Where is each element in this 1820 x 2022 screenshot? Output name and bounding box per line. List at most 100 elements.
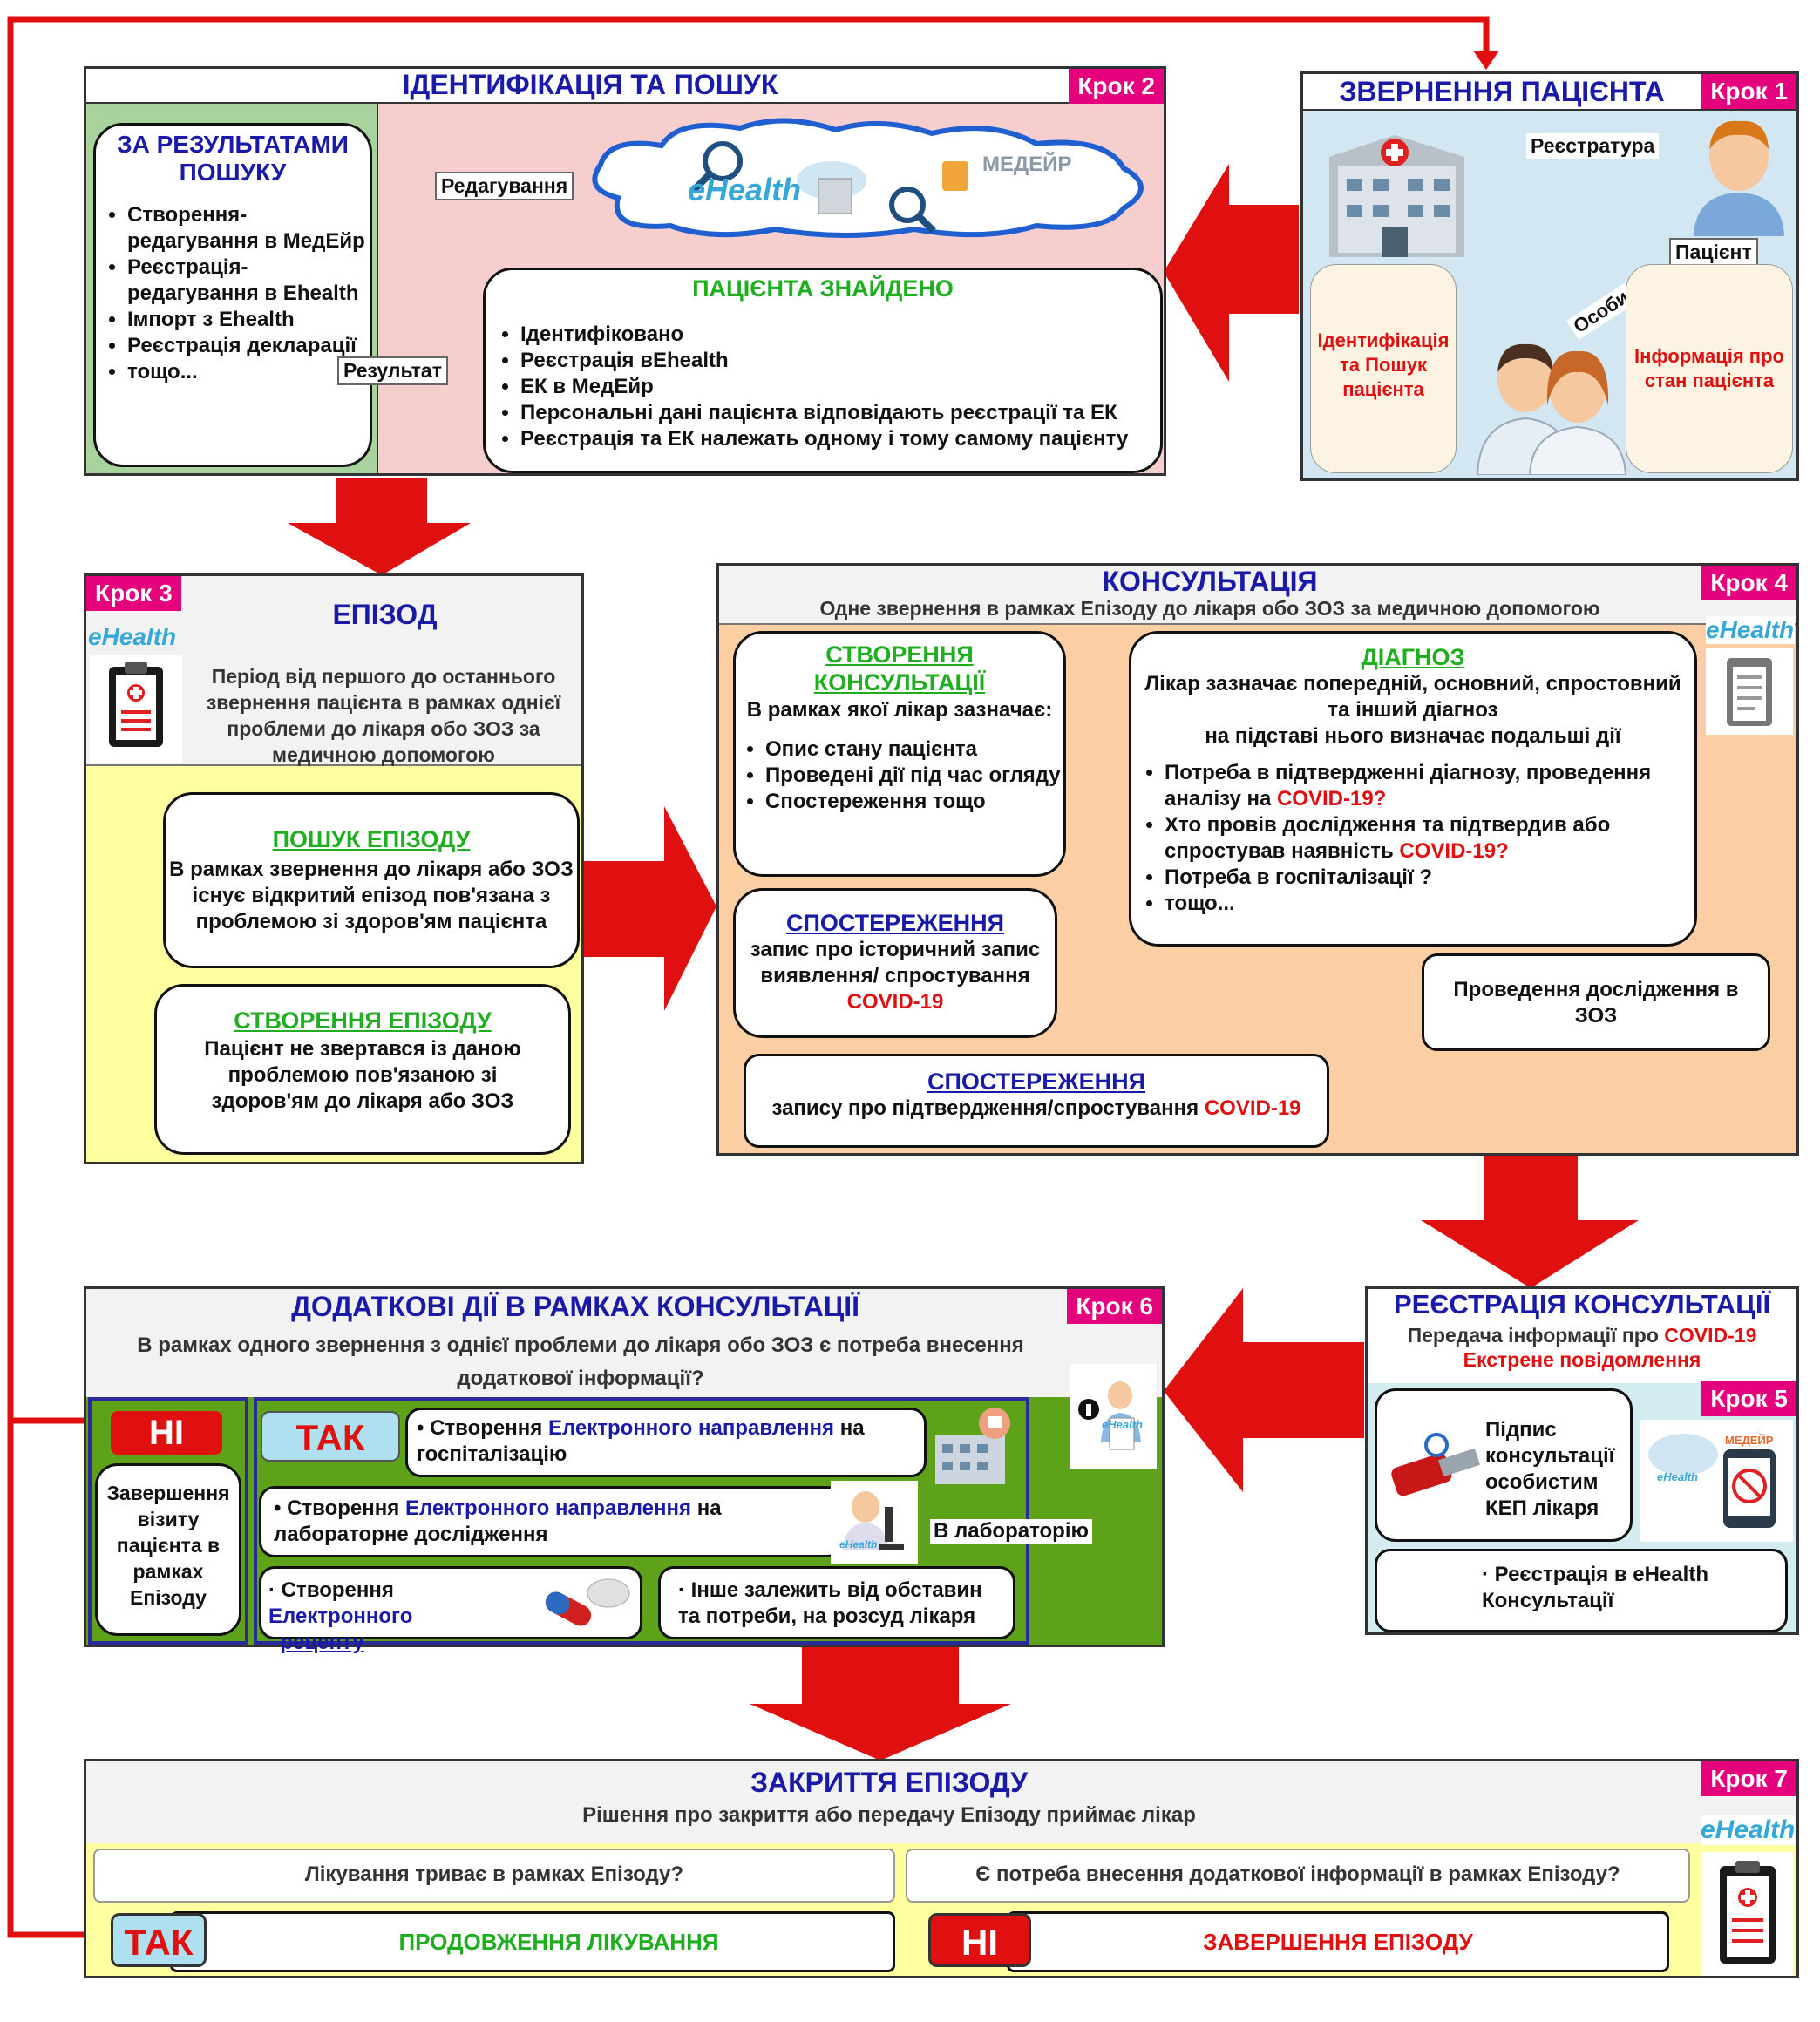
diagnosis-box: ДІАГНОЗ Лікар зазначає попередній, основ… — [1129, 631, 1697, 947]
arrow-step3-to-step4 — [581, 806, 716, 1011]
loop-connector — [7, 16, 1490, 1938]
continue-label: ПРОДОВЖЕННЯ ЛІКУВАННЯ — [398, 1929, 719, 1955]
step7-badge: Крок 7 — [1701, 1761, 1796, 1796]
ehealth-logo: eHealth — [88, 623, 177, 650]
patient-label: Пацієнт — [1669, 238, 1758, 267]
diagnosis-desc: Лікар зазначає попередній, основний, спр… — [1144, 672, 1681, 722]
end-label: ЗАВЕРШЕННЯ ЕПІЗОДУ — [1203, 1929, 1473, 1955]
observation1-box: СПОСТЕРЕЖЕННЯ запис про історичний запис… — [733, 888, 1057, 1038]
create-episode-box: СТВОРЕННЯ ЕПІЗОДУ Пацієнт не звертався і… — [154, 984, 571, 1155]
step3-panel: Крок 3 eHealth ЕПІЗОД Період від першого… — [84, 573, 584, 1164]
question1-box: Лікування триває в рамках Епізоду? — [93, 1849, 895, 1903]
to-lab-label: В лабораторію — [930, 1519, 1093, 1544]
step4-panel: КОНСУЛЬТАЦІЯ Одне звернення в рамках Епі… — [716, 563, 1799, 1156]
list-item: Потреба в госпіталізації ? — [1165, 865, 1694, 891]
edit-label: Редагування — [435, 172, 574, 200]
create-episode-title: СТВОРЕННЯ ЕПІЗОДУ — [234, 1008, 492, 1034]
results-list: Створення-редагування в МедЕйр Реєстраці… — [96, 202, 370, 385]
hospital-icon — [927, 1401, 1019, 1488]
doctor-info-icon — [1070, 1364, 1157, 1469]
identification-label: Ідентифікація та Пошук пацієнта — [1317, 329, 1450, 400]
lab-icon — [831, 1481, 918, 1564]
ehealth-cloud — [583, 111, 1154, 241]
observation2-title: СПОСТЕРЕЖЕННЯ — [927, 1069, 1146, 1095]
step6-title: ДОДАТКОВІ ДІЇ В РАМКАХ КОНСУЛЬТАЦІЇ — [291, 1291, 859, 1322]
arrow-step1-to-step2 — [1164, 164, 1299, 382]
observation2-desc: запису про підтвердження/спростування CO… — [771, 1096, 1301, 1120]
search-episode-title: ПОШУК ЕПІЗОДУ — [272, 826, 471, 852]
step2-title: ІДЕНТИФІКАЦІЯ ТА ПОШУК — [402, 69, 778, 100]
create-consultation-list: Опис стану пацієнта Проведені дії під ча… — [736, 736, 1063, 815]
step5-title: РЕЄСТРАЦІЯ КОНСУЛЬТАЦІЇ — [1393, 1289, 1771, 1320]
observation1-desc: запис про історичний запис виявлення/ сп… — [750, 938, 1041, 1014]
medeir-logo: МЕДЕЙР — [1725, 1434, 1774, 1447]
create-consultation-box: СТВОРЕННЯ КОНСУЛЬТАЦІЇ В рамках якої лік… — [733, 631, 1066, 877]
list-item: Ідентифіковано — [520, 322, 1160, 348]
diagnosis-list: Потреба в підтвердженні діагнозу, провед… — [1131, 760, 1694, 917]
step1-badge: Крок 1 — [1701, 74, 1796, 109]
pills-icon — [539, 1572, 635, 1637]
cloud-ehealth-logo: eHealth — [688, 172, 802, 207]
register-box: · Реєстрація в eHealth Консультації — [1375, 1549, 1788, 1632]
episode-title: ЕПІЗОД — [332, 599, 438, 630]
observation2-box: СПОСТЕРЕЖЕННЯ запису про підтвердження/с… — [744, 1054, 1329, 1148]
list-item: Хто провів дослідження та підтвердив або… — [1165, 812, 1694, 865]
step6-doctor-ehealth: eHealth — [1102, 1418, 1143, 1431]
list-item: Проведені дії під час огляду — [765, 763, 1063, 789]
step6-question: В рамках одного звернення з однієї пробл… — [137, 1333, 1024, 1390]
step5-panel: РЕЄСТРАЦІЯ КОНСУЛЬТАЦІЇ Передача інформа… — [1365, 1286, 1799, 1635]
question1-label: Лікування триває в рамках Епізоду? — [304, 1863, 684, 1886]
step3-badge: Крок 3 — [86, 576, 181, 611]
create-episode-desc: Пацієнт не звертався із даною проблемою … — [204, 1037, 521, 1113]
list-item: ЕК в МедЕйр — [520, 374, 1160, 400]
diagnosis-title: ДІАГНОЗ — [1361, 644, 1465, 670]
list-item: Створення-редагування в МедЕйр — [127, 202, 370, 254]
ehealth-logo: eHealth — [1657, 1470, 1698, 1483]
identification-box — [1310, 264, 1457, 473]
sign-label: Підпис консультації особистим КЕП лікаря — [1485, 1418, 1615, 1520]
hosp-referral-item: • Створення Електронного направлення на … — [405, 1408, 927, 1477]
no-badge: НІ — [928, 1913, 1031, 1967]
step6-panel: ДОДАТКОВІ ДІЇ В РАМКАХ КОНСУЛЬТАЦІЇ Крок… — [84, 1286, 1165, 1654]
found-list: Ідентифіковано Реєстрація вEhealth ЕК в … — [486, 322, 1160, 452]
arrow-step2-to-step3 — [288, 478, 471, 575]
arrow-step4-to-step5 — [1421, 1155, 1639, 1288]
step2-badge: Крок 2 — [1069, 69, 1164, 104]
list-item: тощо... — [127, 359, 370, 385]
clipboard-icon — [90, 655, 182, 763]
lab-referral-item: • Створення Електронного направлення на … — [259, 1486, 843, 1557]
step2-panel: ІДЕНТИФІКАЦІЯ ТА ПОШУК Крок 2 ЗА РЕЗУЛЬТ… — [84, 66, 1166, 476]
result-label: Результат — [337, 356, 448, 385]
list-item: Спостереження тощо — [765, 789, 1063, 815]
key-icon — [1384, 1426, 1489, 1504]
ehealth-logo: eHealth — [1701, 1815, 1796, 1845]
diagnosis-desc2: на підставі нього визначає подальші дії — [1205, 724, 1621, 748]
sign-box: Підпис консультації особистим КЕП лікаря — [1375, 1388, 1633, 1542]
search-episode-box: ПОШУК ЕПІЗОДУ В рамках звернення до ліка… — [163, 792, 580, 968]
list-item: Реєстрація вEhealth — [520, 348, 1160, 374]
registry-label: Реєстратура — [1526, 133, 1660, 159]
finish-visit-box: Завершення візиту пацієнта в рамках Епіз… — [95, 1463, 241, 1636]
step6-lab-ehealth: eHealth — [839, 1538, 878, 1550]
observation1-title: СПОСТЕРЕЖЕННЯ — [785, 910, 1005, 936]
list-item: Реєстрація-редагування в Ehealth — [127, 254, 370, 307]
step1-title: ЗВЕРНЕННЯ ПАЦІЄНТА — [1339, 76, 1665, 107]
end-box: ЗАВЕРШЕННЯ ЕПІЗОДУ — [1007, 1911, 1669, 1972]
step5-sub1: Передача інформації про COVID-19 — [1407, 1324, 1757, 1347]
cloud-medeir-logo: МЕДЕЙР — [982, 153, 1072, 176]
results-box: ЗА РЕЗУЛЬТАТАМИ ПОШУКУ Створення-редагув… — [93, 123, 372, 467]
clipboard-icon — [1706, 648, 1793, 735]
register-label: · Реєстрація в eHealth Консультації — [1482, 1563, 1709, 1612]
clipboard-icon — [1702, 1852, 1793, 1976]
hospital-icon — [1312, 118, 1477, 266]
continue-box: ПРОДОВЖЕННЯ ЛІКУВАННЯ — [170, 1911, 895, 1972]
research-box: Проведення дослідження в ЗОЗ — [1422, 953, 1770, 1051]
info-label: Інформація про стан пацієнта — [1634, 345, 1784, 391]
yes-badge: ТАК — [261, 1411, 400, 1462]
info-box — [1626, 264, 1793, 473]
list-item: Опис стану пацієнта — [765, 736, 1063, 763]
step6-badge: Крок 6 — [1067, 1289, 1162, 1324]
other-item: · Інше залежить від обставин та потреби,… — [658, 1566, 1015, 1639]
research-label: Проведення дослідження в ЗОЗ — [1453, 978, 1739, 1028]
found-box: ПАЦІЄНТА ЗНАЙДЕНО Ідентифіковано Реєстра… — [483, 268, 1163, 473]
